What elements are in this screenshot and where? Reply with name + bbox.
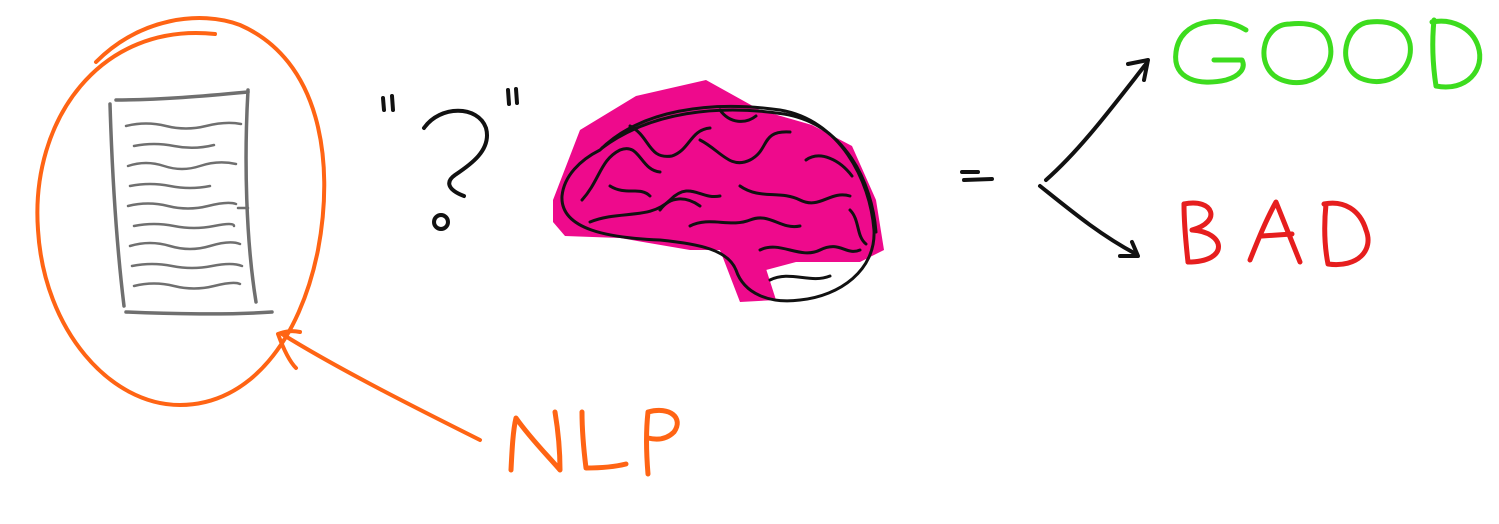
question-mark (381, 87, 519, 231)
nlp-arrow (276, 329, 482, 442)
branch-arrows (1038, 58, 1150, 258)
good-label (1173, 17, 1483, 90)
equals-sign (960, 170, 994, 182)
nlp-label (508, 408, 680, 477)
bad-label (1181, 199, 1371, 268)
nlp-circle (35, 16, 327, 407)
document-icon (108, 88, 274, 316)
brain-icon (553, 80, 884, 303)
